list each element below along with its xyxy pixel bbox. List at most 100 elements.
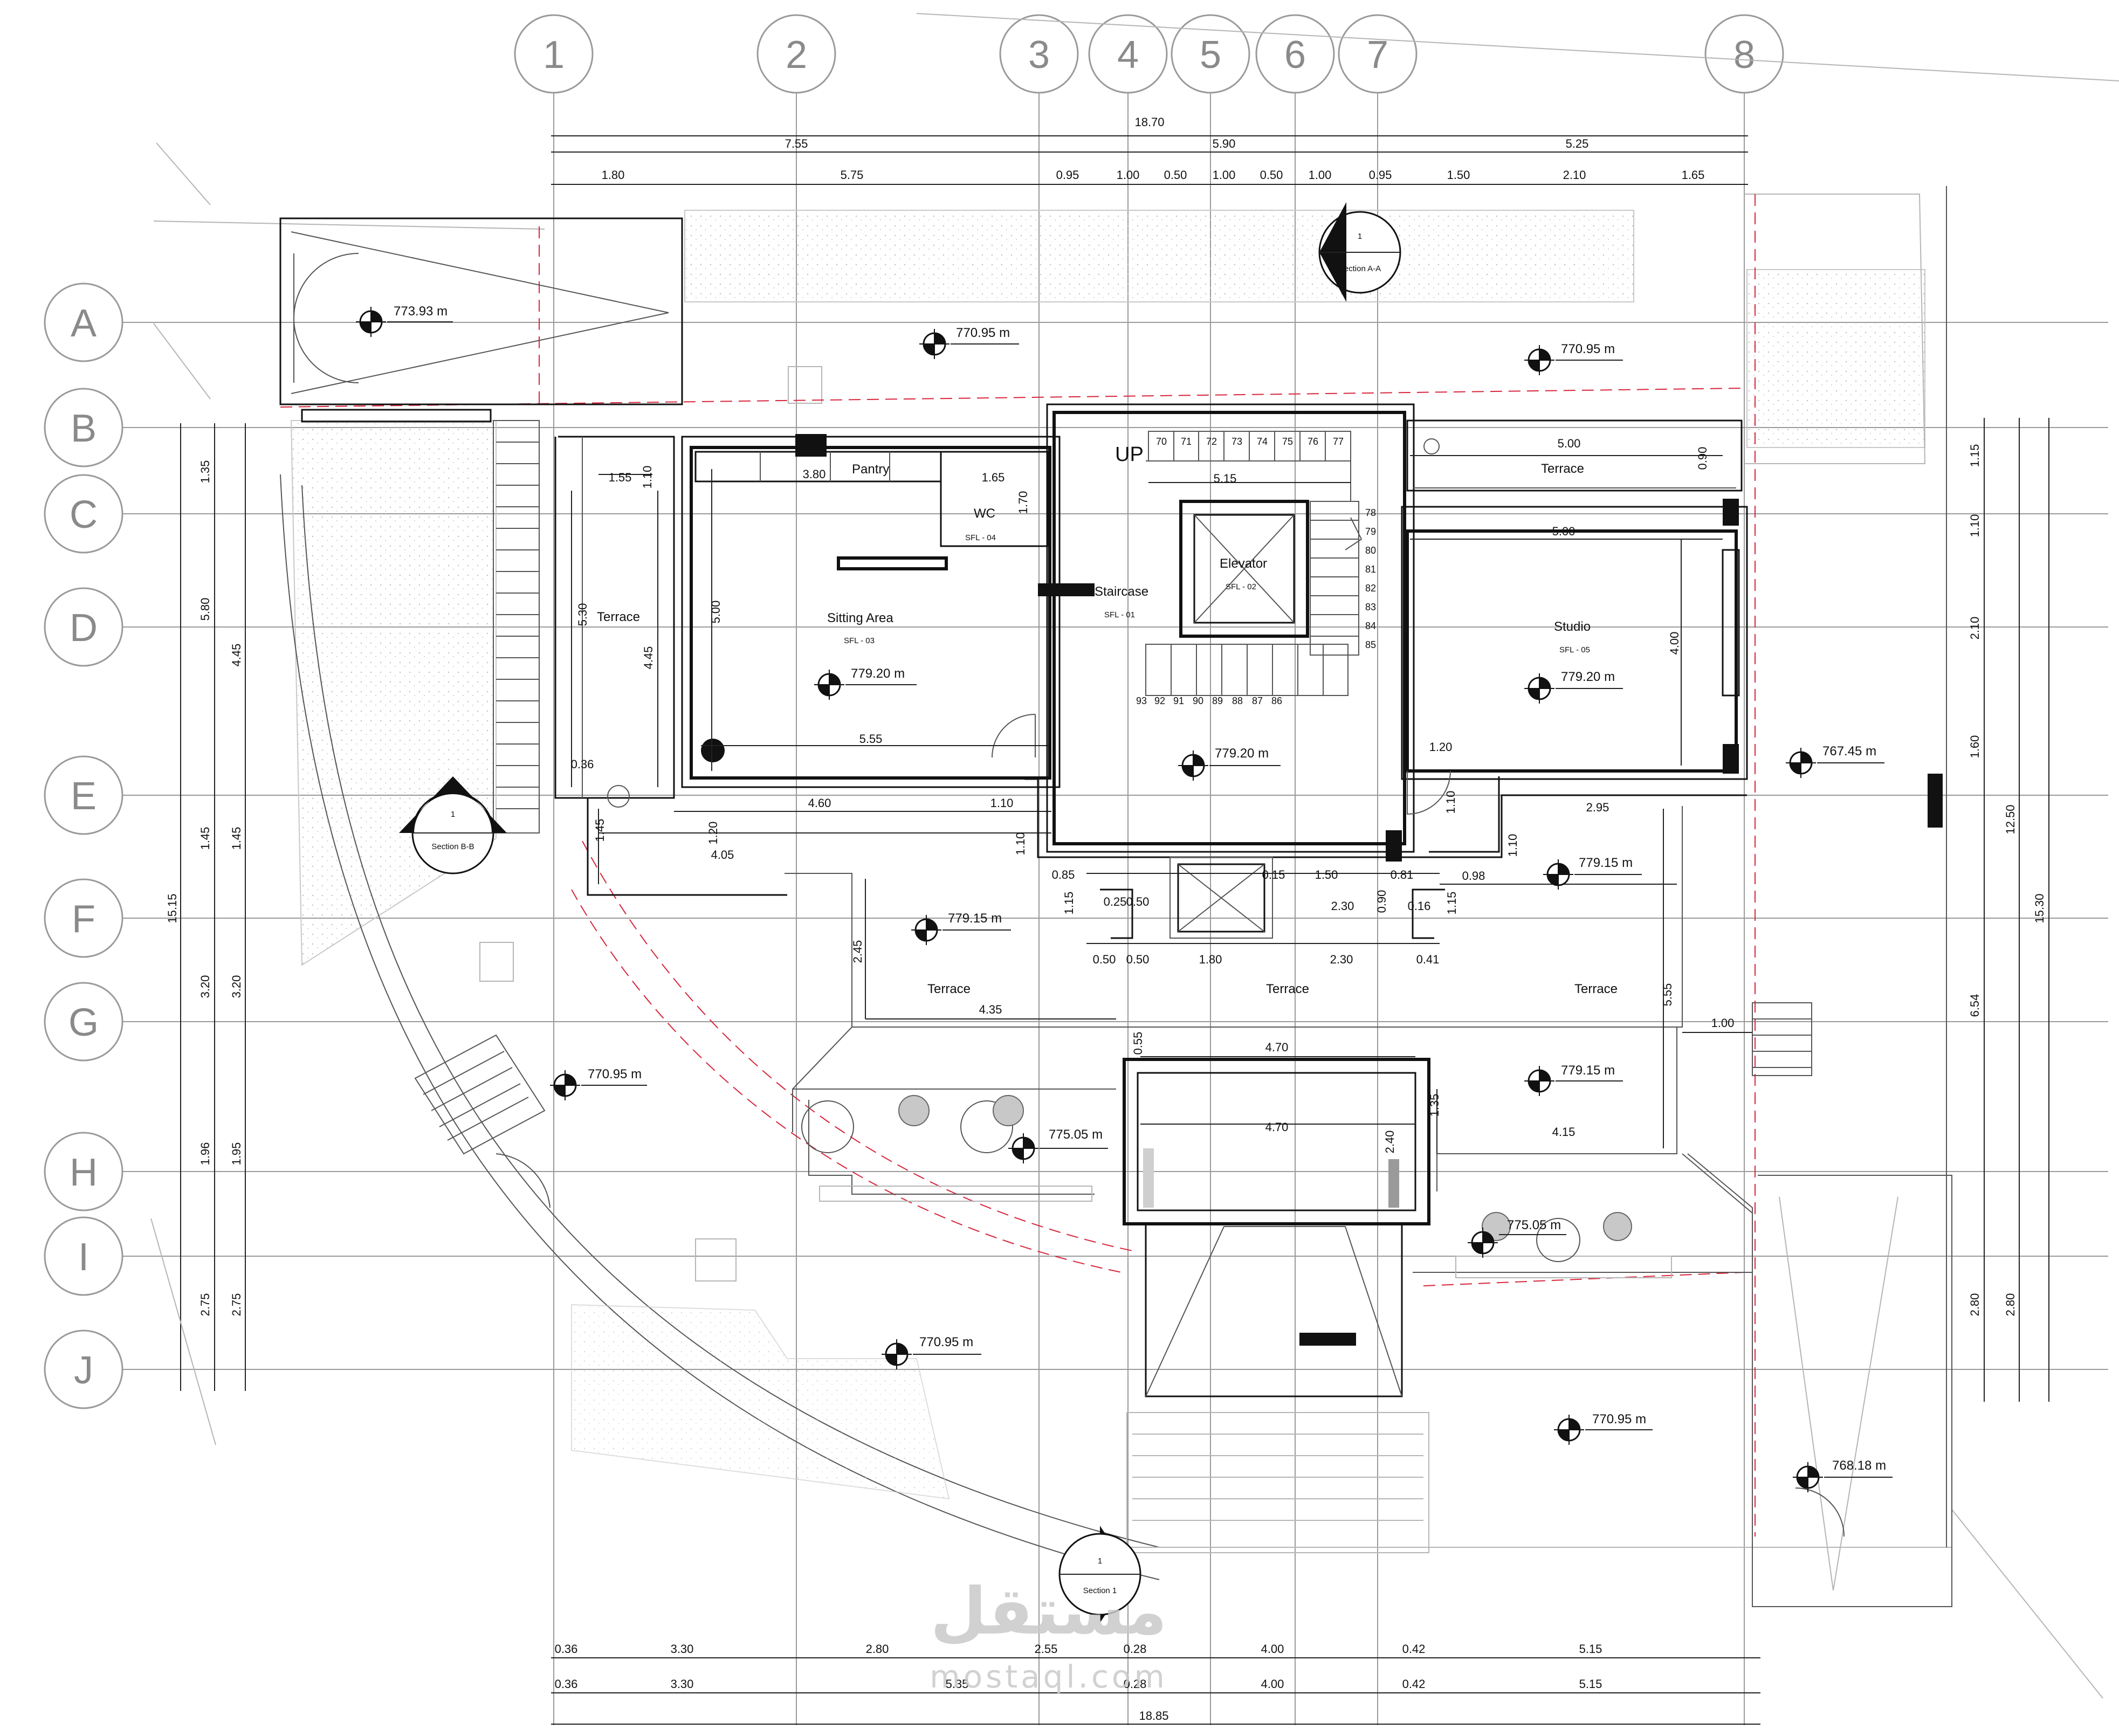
dim-text: 2.30 <box>1330 953 1353 966</box>
room-label-terrace-east: Terrace <box>1574 982 1618 996</box>
dim-text: 5.80 <box>198 598 212 621</box>
grid-bubble-B: B <box>44 388 123 467</box>
level-text: 768.18 m <box>1832 1458 1886 1473</box>
section-number: 1 <box>1358 232 1362 241</box>
dim-text: 1.35 <box>1428 1094 1441 1117</box>
dim-text: 2.80 <box>2004 1293 2017 1317</box>
dim-text: 0.85 <box>1052 868 1075 881</box>
stair-number: 93 <box>1136 695 1147 706</box>
dim-text: 1.10 <box>990 796 1014 810</box>
stair-number: 76 <box>1308 436 1318 447</box>
dim-text: 3.20 <box>198 975 212 998</box>
grid-label: F <box>72 898 95 941</box>
section-marker-bb: 1 Section B-B <box>399 776 507 874</box>
grid-bubble-I: I <box>44 1216 123 1296</box>
red-reference-lines <box>280 194 1756 1537</box>
dim-text: 1.70 <box>1016 491 1030 514</box>
dim-text: 1.80 <box>1199 953 1222 966</box>
dim-text: 4.00 <box>1261 1677 1284 1691</box>
level-marker: 770.95 m <box>880 1335 981 1370</box>
dim-text: 7.55 <box>785 137 808 150</box>
elevator-shaft <box>1179 500 1309 638</box>
dim-text: 5.30 <box>576 603 589 626</box>
section-label: Section 1 <box>1083 1586 1117 1595</box>
level-marker: 770.95 m <box>918 326 1019 360</box>
stair-number: 86 <box>1271 695 1282 706</box>
dim-text: 4.70 <box>1265 1041 1289 1054</box>
dim-text: 1.10 <box>1444 791 1457 814</box>
section-label: Section A-A <box>1339 264 1381 273</box>
dim-text: 5.25 <box>1566 137 1589 150</box>
dim-text: 0.42 <box>1402 1677 1426 1691</box>
dim-text: 4.45 <box>230 644 243 667</box>
curved-stairs <box>414 1034 551 1208</box>
room-code-studio: SFL - 05 <box>1559 645 1590 655</box>
level-marker: 779.15 m <box>1542 856 1642 891</box>
stair-number: 87 <box>1252 695 1263 706</box>
dim-text: 0.36 <box>555 1677 578 1691</box>
dim-text: 5.35 <box>946 1677 969 1691</box>
grid-label: 5 <box>1200 33 1221 77</box>
dim-text: 0.55 <box>1131 1032 1145 1055</box>
room-label-terrace-north: Terrace <box>1541 461 1584 476</box>
level-text: 773.93 m <box>394 304 448 319</box>
level-markers: 773.93 m 770.95 m 770.95 m 779.20 m 779.… <box>355 304 1893 1493</box>
dim-text: 1.60 <box>1968 735 1982 759</box>
bottom-dimensions: 0.36 3.30 2.80 2.55 0.28 4.00 0.42 5.15 … <box>551 1642 1760 1725</box>
level-text: 779.15 m <box>1561 1063 1615 1078</box>
dim-text: 2.10 <box>1563 168 1586 182</box>
dim-text: 1.20 <box>1429 740 1453 754</box>
watermark-latin: mostaql.com <box>930 1658 1168 1695</box>
watermark: مستقل mostaql.com <box>930 1574 1168 1695</box>
dim-text: 0.15 <box>1262 868 1285 881</box>
level-text: 779.15 m <box>948 911 1002 926</box>
grid-bubble-6: 6 <box>1255 14 1335 94</box>
dim-text: 12.50 <box>2004 804 2017 834</box>
grid-bubble-8: 8 <box>1704 14 1784 94</box>
dim-text: 1.45 <box>198 827 212 850</box>
stair-number: 88 <box>1232 695 1243 706</box>
pool-step <box>1388 1159 1399 1208</box>
dim-text: 6.54 <box>1968 994 1982 1017</box>
grid-bubble-1: 1 <box>514 14 594 94</box>
column-block <box>795 434 827 457</box>
main-building <box>554 186 1952 1607</box>
dim-text: 5.75 <box>841 168 864 182</box>
top-dimensions: 18.70 7.55 5.90 5.25 1.80 5.75 0.95 1.00… <box>551 115 1748 185</box>
level-text: 770.95 m <box>588 1067 642 1081</box>
stair-number: 85 <box>1365 639 1376 650</box>
grid-bubble-E: E <box>44 755 123 835</box>
dim-text: 0.90 <box>1375 890 1388 913</box>
level-marker: 767.45 m <box>1785 744 1884 779</box>
column-block <box>1723 499 1739 526</box>
dim-text: 0.95 <box>1369 168 1392 182</box>
grid-label: G <box>68 1001 99 1044</box>
level-text: 770.95 m <box>919 1335 973 1349</box>
room-code-staircase: SFL - 01 <box>1104 610 1135 619</box>
dim-text: 1.35 <box>198 460 212 484</box>
room-label-elevator: Elevator <box>1220 556 1267 571</box>
stair-number: 75 <box>1282 436 1293 447</box>
grid-bubble-H: H <box>44 1132 123 1211</box>
dim-text: 3.30 <box>671 1642 694 1656</box>
pool-step <box>1143 1148 1154 1208</box>
grid-bubble-F: F <box>44 878 123 958</box>
grid-label: C <box>70 493 98 536</box>
dim-text: 2.30 <box>1331 899 1354 913</box>
level-text: 779.20 m <box>1215 746 1269 761</box>
left-dimensions: 15.15 1.35 5.80 1.45 3.20 1.96 2.75 4.45… <box>166 423 246 1391</box>
dim-text: 0.36 <box>571 757 594 771</box>
dim-text: 0.16 <box>1408 899 1431 913</box>
dim-text: 5.00 <box>1558 437 1581 450</box>
dim-text: 2.45 <box>851 940 864 963</box>
section-number: 1 <box>1098 1556 1102 1566</box>
room-label-terrace-center: Terrace <box>1266 982 1309 996</box>
dim-text: 0.81 <box>1391 868 1414 881</box>
level-marker: 770.95 m <box>1523 342 1623 376</box>
dim-text: 1.10 <box>1014 832 1027 856</box>
dim-text: 1.00 <box>1711 1016 1735 1030</box>
column-block <box>1928 774 1943 828</box>
dim-text: 3.30 <box>671 1677 694 1691</box>
dim-text: 15.15 <box>166 893 179 923</box>
